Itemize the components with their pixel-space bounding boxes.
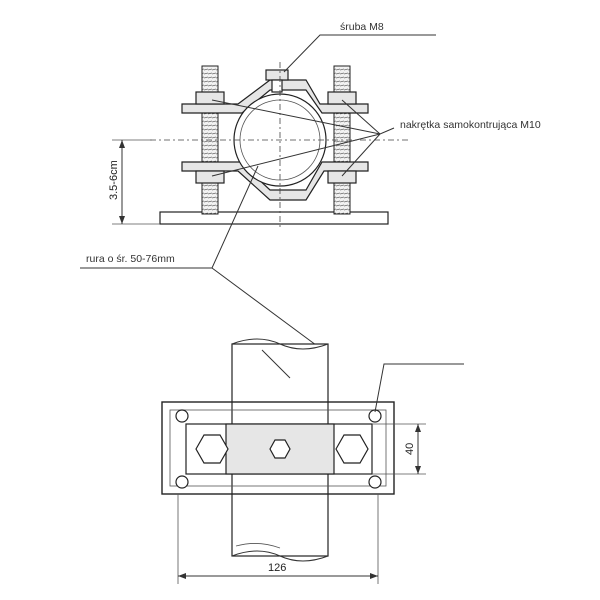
dim-126 [177, 494, 379, 584]
label-dim-width: 126 [268, 562, 286, 574]
leader-bolt [283, 34, 436, 73]
front-view: śruba M8 nakrętka samokontrująca M10 3.5… [80, 21, 541, 349]
base-plate [159, 211, 389, 225]
pipe-break-top [231, 338, 329, 350]
leader-nut [211, 99, 395, 177]
hex-nut-left [195, 434, 229, 464]
height-dimension [112, 139, 160, 225]
nut-left-top [195, 91, 225, 105]
leader-pipe-to-bottom [211, 267, 321, 349]
plan-view: 40 126 [161, 338, 464, 584]
label-bolt: śruba M8 [340, 21, 384, 33]
mount-hole-bl [175, 475, 189, 489]
label-dim-height: 40 [404, 443, 416, 455]
hex-nut-right [335, 434, 369, 464]
nut-right-bottom [327, 170, 357, 184]
hex-nut-center [269, 439, 291, 459]
lower-clamp-bracket [181, 161, 369, 201]
nut-left-bottom [195, 170, 225, 184]
plan-base-plate-inner [169, 409, 387, 487]
label-pipe: rura o śr. 50-76mm [86, 253, 175, 265]
bolt-m8-shank [271, 79, 283, 93]
mount-hole-br [368, 475, 382, 489]
label-nut: nakrętka samokontrująca M10 [400, 119, 541, 131]
leader-pipe-plan [261, 349, 291, 379]
nut-right-top [327, 91, 357, 105]
plan-base-plate [161, 401, 395, 495]
pipe-break-bottom [231, 550, 329, 562]
mount-hole-tl [175, 409, 189, 423]
dim-40 [372, 423, 426, 475]
pipe-break-bottom-2 [235, 543, 281, 549]
label-height-range: 3.5-6cm [108, 160, 120, 200]
leader-hole [374, 363, 464, 413]
